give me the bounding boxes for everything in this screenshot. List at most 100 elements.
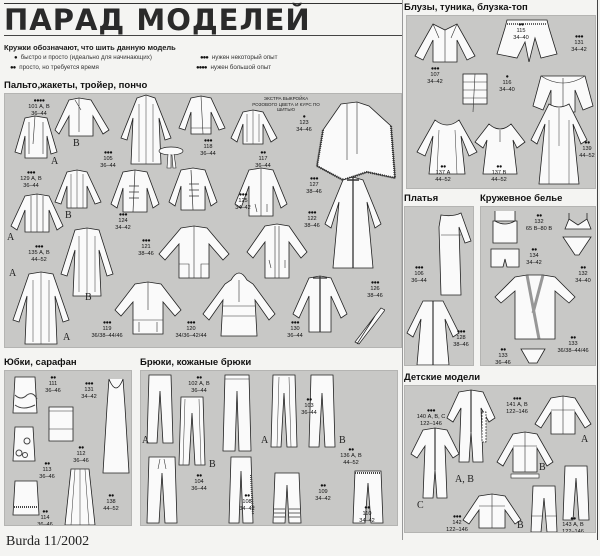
- page-edge-rule: [597, 0, 598, 540]
- page-title: ПАРАД МОДЕЛЕЙ: [4, 3, 311, 37]
- variant-letter: A: [51, 156, 59, 167]
- poncho-123-illustration: [311, 100, 399, 184]
- jacket-121-illustration: [157, 224, 231, 280]
- difficulty-dots-icon: ●●●●: [196, 64, 207, 71]
- variant-letter: B: [209, 459, 216, 470]
- difficulty-dots-icon: ●: [14, 54, 18, 61]
- header-bottom-rule: [4, 35, 402, 36]
- skirt-113-illustration: [11, 425, 37, 463]
- dress-128-illustration: [405, 299, 461, 365]
- trousers-110-illustration: [351, 469, 385, 525]
- trousers-102b-illustration: [177, 395, 207, 467]
- variant-letter: B: [539, 462, 546, 473]
- jacket-122-illustration: [245, 222, 309, 280]
- column-divider: [402, 0, 403, 540]
- jacket-129b-illustration: [53, 168, 103, 212]
- camisole-134-illustration: [487, 209, 523, 245]
- robe-133-illustration: [493, 273, 577, 343]
- variant-letter: C: [417, 500, 424, 511]
- jacket-118-illustration: [177, 94, 227, 140]
- blouse-115-illustration: [495, 18, 559, 62]
- trousers-136a-illustration: [269, 373, 299, 449]
- coat-126-illustration: [321, 176, 385, 270]
- variant-letter: A: [142, 435, 150, 446]
- trousers-104-illustration: [145, 455, 179, 525]
- variant-letter: B: [339, 435, 346, 446]
- jacket-141b-illustration: [495, 430, 555, 480]
- scarf-130-illustration: [351, 306, 385, 346]
- variant-letter: A: [7, 232, 15, 243]
- trousers-103-illustration: [221, 373, 253, 453]
- variant-letter: A: [9, 268, 17, 279]
- jacket-142-illustration: [461, 492, 523, 532]
- trousers-143a-illustration: [561, 464, 591, 522]
- variant-letter: A: [63, 332, 71, 343]
- variant-letter: A: [581, 434, 589, 445]
- variant-letter: B: [73, 138, 80, 149]
- jacket-101b-illustration: [53, 96, 111, 140]
- variant-letter: B: [85, 292, 92, 303]
- jacket-129a-illustration: [9, 192, 65, 234]
- section-title-lingerie: Кружевное белье: [480, 193, 563, 204]
- skirt-114-illustration: [11, 479, 41, 517]
- bra-132-illustration: [563, 211, 593, 231]
- overall-140ab-illustration: [445, 388, 497, 464]
- jacket-101a-illustration: [11, 114, 61, 162]
- overall-140c-illustration: [409, 426, 461, 500]
- coat-135a-illustration: [11, 270, 71, 346]
- dress-106-illustration: [425, 211, 473, 297]
- jacket-127-illustration: [233, 166, 289, 220]
- issue-footer: Burda 11/2002: [6, 534, 90, 549]
- extra-pattern-note: ЭКСТРА ВЫКРОЙКА РОЗОВОГО ЦВЕТА И КУРС ПО…: [252, 96, 320, 112]
- shorts-134-illustration: [489, 247, 521, 271]
- variant-letter: A, B: [455, 474, 474, 485]
- variant-letter: B: [517, 520, 524, 531]
- top-116-illustration: [459, 72, 491, 114]
- section-title-kids: Детские модели: [404, 372, 481, 383]
- skirt-138-illustration: [63, 467, 97, 525]
- briefs-133-illustration: [519, 347, 547, 365]
- skirt-112-illustration: [47, 405, 75, 443]
- section-title-coats: Пальто,жакеты, тройер, пончо: [4, 80, 148, 91]
- coat-135b-illustration: [59, 226, 115, 300]
- belt-105-illustration: [157, 146, 185, 170]
- jacket-124-illustration: [109, 168, 161, 216]
